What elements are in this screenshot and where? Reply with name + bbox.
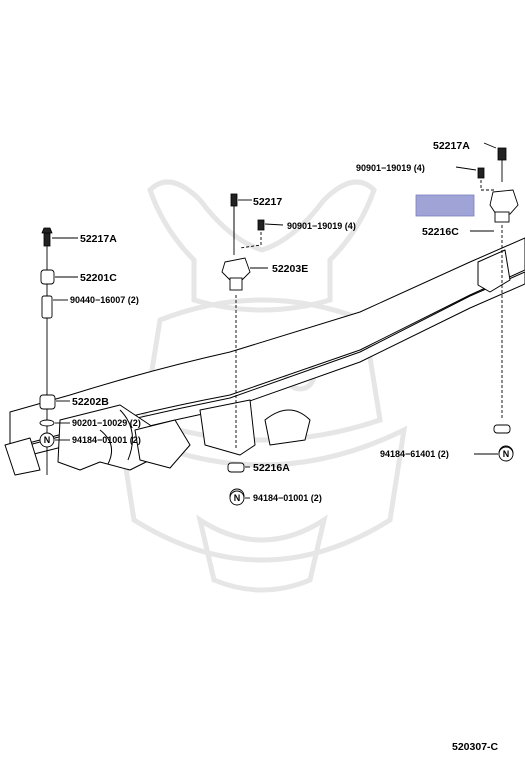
svg-text:N: N	[234, 493, 241, 503]
svg-text:N: N	[44, 435, 51, 445]
nut-symbol-mid: N	[229, 490, 245, 506]
label-52217A-left: 52217A	[80, 233, 117, 245]
label-52202B: 52202B	[72, 396, 109, 408]
label-52203E: 52203E	[272, 263, 308, 275]
nut-symbol-left: N	[39, 432, 55, 448]
label-90901-right: 90901−19019 (4)	[356, 163, 425, 173]
label-52201C: 52201C	[80, 272, 117, 284]
label-52217: 52217	[253, 196, 282, 208]
label-94184-mid: 94184−01001 (2)	[253, 493, 322, 503]
highlight-box	[415, 194, 475, 217]
leader-lines	[52, 142, 498, 499]
nut-symbol-right: N	[498, 446, 514, 462]
frame-rail	[4, 237, 525, 476]
label-52216A: 52216A	[253, 462, 290, 474]
diagram-id: 520307-C	[452, 741, 499, 753]
right-mount-stack	[477, 147, 519, 461]
label-52217A-right: 52217A	[433, 140, 470, 152]
label-94184-left: 94184−01001 (2)	[72, 435, 141, 445]
label-94184-right: 94184−61401 (2)	[380, 449, 449, 459]
label-90440: 90440−16007 (2)	[70, 295, 139, 305]
label-52216C: 52216C	[422, 226, 459, 238]
label-90901-mid: 90901−19019 (4)	[287, 221, 356, 231]
label-90201: 90201−10029 (2)	[72, 418, 141, 428]
svg-text:N: N	[503, 449, 510, 459]
